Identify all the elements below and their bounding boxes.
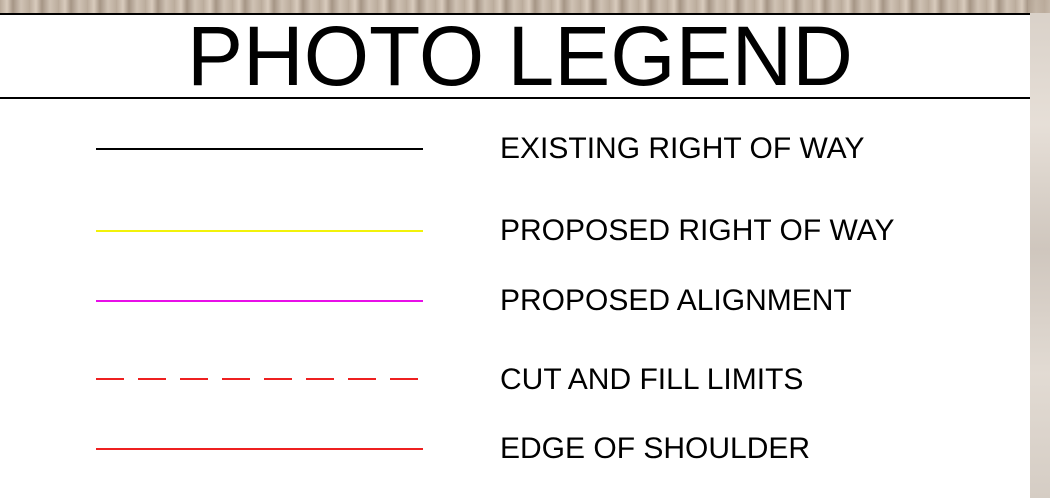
legend-label-proposed-right-of-way: PROPOSED RIGHT OF WAY xyxy=(500,211,894,251)
legend-swatch-proposed-alignment xyxy=(96,300,423,302)
legend-item-edge-of-shoulder: EDGE OF SHOULDER xyxy=(0,429,1030,469)
legend-swatch-cut-and-fill-limits xyxy=(96,378,423,380)
legend-item-proposed-right-of-way: PROPOSED RIGHT OF WAY xyxy=(0,211,1030,251)
legend-label-proposed-alignment: PROPOSED ALIGNMENT xyxy=(500,281,852,321)
legend-label-existing-right-of-way: EXISTING RIGHT OF WAY xyxy=(500,129,864,169)
legend-label-edge-of-shoulder: EDGE OF SHOULDER xyxy=(500,429,810,469)
legend-item-existing-right-of-way: EXISTING RIGHT OF WAY xyxy=(0,129,1030,169)
legend-item-proposed-alignment: PROPOSED ALIGNMENT xyxy=(0,281,1030,321)
legend-swatch-proposed-right-of-way xyxy=(96,230,423,232)
legend-swatch-edge-of-shoulder xyxy=(96,448,423,450)
legend-item-cut-and-fill-limits: CUT AND FILL LIMITS xyxy=(0,360,1030,400)
legend-title: PHOTO LEGEND xyxy=(0,13,1040,99)
legend-swatch-existing-right-of-way xyxy=(96,148,423,150)
legend-label-cut-and-fill-limits: CUT AND FILL LIMITS xyxy=(500,360,803,400)
legend-panel: PHOTO LEGEND EXISTING RIGHT OF WAY PROPO… xyxy=(0,13,1030,498)
